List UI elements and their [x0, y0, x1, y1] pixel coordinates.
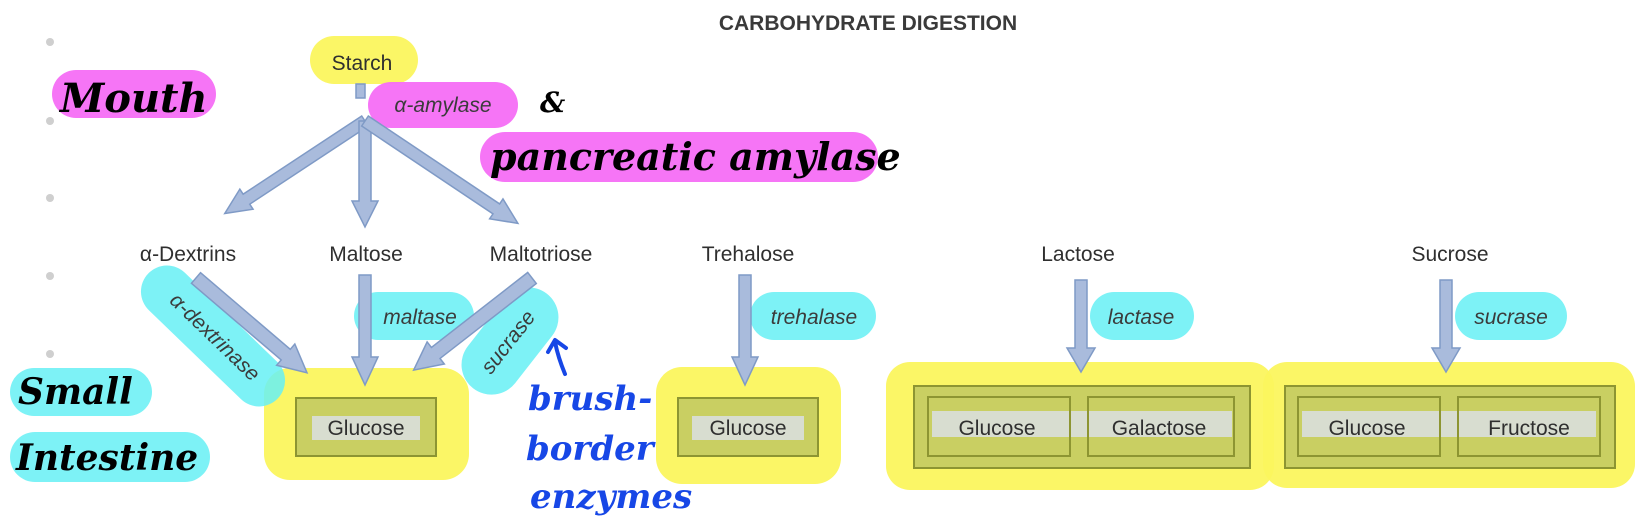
mouth-highlight	[52, 70, 216, 118]
arrow-maltose-to-glucose	[350, 274, 380, 387]
glucose-box-2: Glucose	[677, 397, 819, 457]
glucose-label-2: Glucose	[709, 417, 786, 440]
arrow-to-maltotriose	[360, 114, 520, 225]
lactose-label-strip	[932, 411, 1232, 437]
small-highlight	[10, 368, 152, 416]
glucose-box-1-label-bg	[312, 416, 420, 440]
arrow-sucrose-to-products	[1430, 279, 1462, 374]
trehalase-highlight	[750, 292, 876, 340]
glucose-inner-box-2	[1297, 396, 1441, 457]
starch-stem	[355, 83, 366, 99]
bullet-dot	[46, 194, 54, 202]
glucose-label-1: Glucose	[327, 417, 404, 440]
small-note: Small	[18, 371, 133, 413]
starch-highlight	[310, 36, 418, 84]
ampersand-note: &	[540, 86, 565, 119]
bullet-dot	[46, 117, 54, 125]
arrow-to-maltose	[350, 120, 380, 229]
intestine-highlight	[10, 432, 210, 482]
sucrase-left-highlight	[461, 287, 559, 395]
enzymes-note: enzymes	[530, 477, 692, 517]
substrate-labels: Starch α-Dextrins Maltose Maltotriose Tr…	[140, 52, 1489, 266]
lactose-product-box: Glucose Galactose	[913, 385, 1251, 469]
starch-label: Starch	[332, 52, 393, 75]
alpha-dextrinase-highlight	[140, 265, 286, 407]
cyan-highlights	[10, 265, 1567, 482]
diagram-title: CARBOHYDRATE DIGESTION	[719, 12, 1017, 35]
maltase-label: maltase	[383, 306, 457, 329]
glucose-inner-box	[927, 396, 1071, 457]
alpha-amylase-highlight	[368, 82, 518, 128]
maltotriose-label: Maltotriose	[490, 243, 593, 266]
intestine-note: Intestine	[15, 437, 198, 479]
glucose-box-1: Glucose	[295, 397, 437, 457]
sucrose-product-box: Glucose Fructose	[1284, 385, 1616, 469]
brush-border-pointer-arrow	[546, 338, 568, 376]
arrow-maltotriose-to-glucose	[412, 271, 538, 372]
glucose-box-2-label-bg	[692, 416, 804, 440]
bullet-dot	[46, 38, 54, 46]
magenta-highlights	[52, 70, 878, 182]
bullet-dot	[46, 272, 54, 280]
sucrase-right-highlight	[1455, 292, 1567, 340]
arrow-dextrins-to-glucose	[190, 271, 309, 374]
glucose-label-3: Glucose	[958, 417, 1035, 440]
fructose-label: Fructose	[1488, 417, 1570, 440]
lactase-highlight	[1090, 292, 1194, 340]
arrow-lactose-to-products	[1065, 279, 1097, 374]
sucrose-label: Sucrose	[1411, 243, 1488, 266]
sucrase-right-label: sucrase	[1474, 306, 1548, 329]
reaction-arrows	[190, 83, 1462, 387]
glucose-label-4: Glucose	[1328, 417, 1405, 440]
arrow-to-dextrins	[223, 114, 370, 215]
galactose-label: Galactose	[1112, 417, 1207, 440]
dextrins-label: α-Dextrins	[140, 243, 236, 266]
trehalose-label: Trehalose	[702, 243, 795, 266]
trehalase-label: trehalase	[771, 306, 857, 329]
bullet-dot	[46, 350, 54, 358]
pancreatic-amylase-highlight	[480, 132, 878, 182]
alpha-amylase-label: α-amylase	[394, 94, 491, 117]
bullet-points	[46, 38, 54, 358]
brush-note: brush-	[528, 379, 652, 419]
arrow-trehalose-to-glucose	[730, 274, 760, 387]
maltase-highlight	[354, 292, 474, 340]
handwritten-annotations: Mouth & pancreatic amylase Small Intesti…	[15, 75, 901, 517]
lactase-label: lactase	[1108, 306, 1175, 329]
galactose-inner-box	[1087, 396, 1235, 457]
pancreatic-amylase-note: pancreatic amylase	[490, 134, 901, 179]
border-note: border	[526, 429, 656, 469]
sucrose-label-strip	[1302, 411, 1596, 437]
lactose-label: Lactose	[1041, 243, 1115, 266]
mouth-note: Mouth	[58, 75, 208, 122]
fructose-inner-box	[1457, 396, 1601, 457]
maltose-label: Maltose	[329, 243, 403, 266]
